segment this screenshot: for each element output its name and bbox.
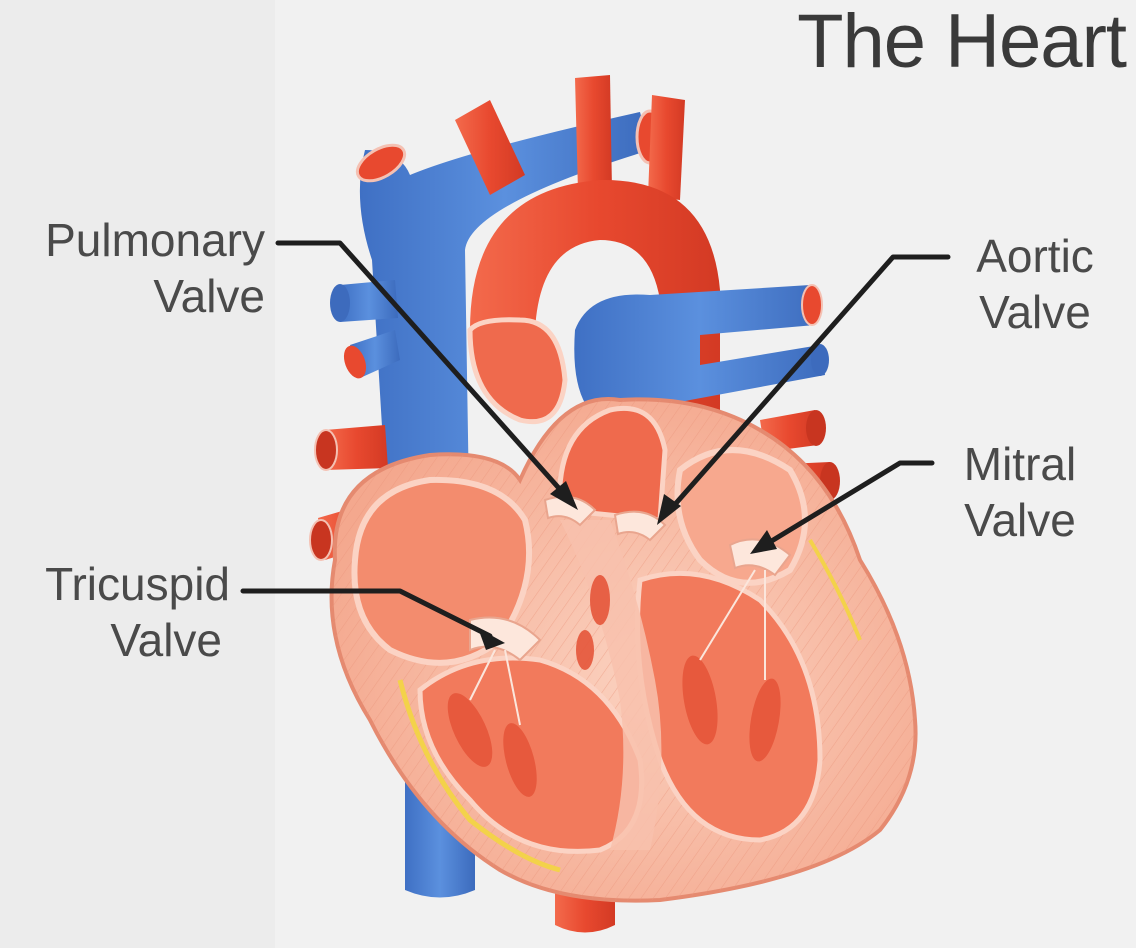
- label-pulmonary-line1: Pulmonary: [10, 212, 265, 268]
- carotid-artery: [575, 75, 612, 192]
- label-pulmonary-line2: Valve: [10, 268, 265, 324]
- label-mitral-valve: Mitral Valve: [940, 436, 1100, 548]
- label-aortic-line2: Valve: [955, 284, 1115, 340]
- subclavian-artery: [648, 95, 685, 200]
- label-mitral-line2: Valve: [940, 492, 1100, 548]
- label-tricuspid-valve: Tricuspid Valve: [10, 556, 230, 668]
- label-pulmonary-valve: Pulmonary Valve: [10, 212, 265, 324]
- diagram-title: The Heart: [797, 4, 1126, 80]
- label-aortic-line1: Aortic: [955, 228, 1115, 284]
- label-aortic-valve: Aortic Valve: [955, 228, 1115, 340]
- label-tricuspid-line2: Valve: [10, 612, 222, 668]
- label-mitral-line1: Mitral: [940, 436, 1100, 492]
- label-tricuspid-line1: Tricuspid: [10, 556, 230, 612]
